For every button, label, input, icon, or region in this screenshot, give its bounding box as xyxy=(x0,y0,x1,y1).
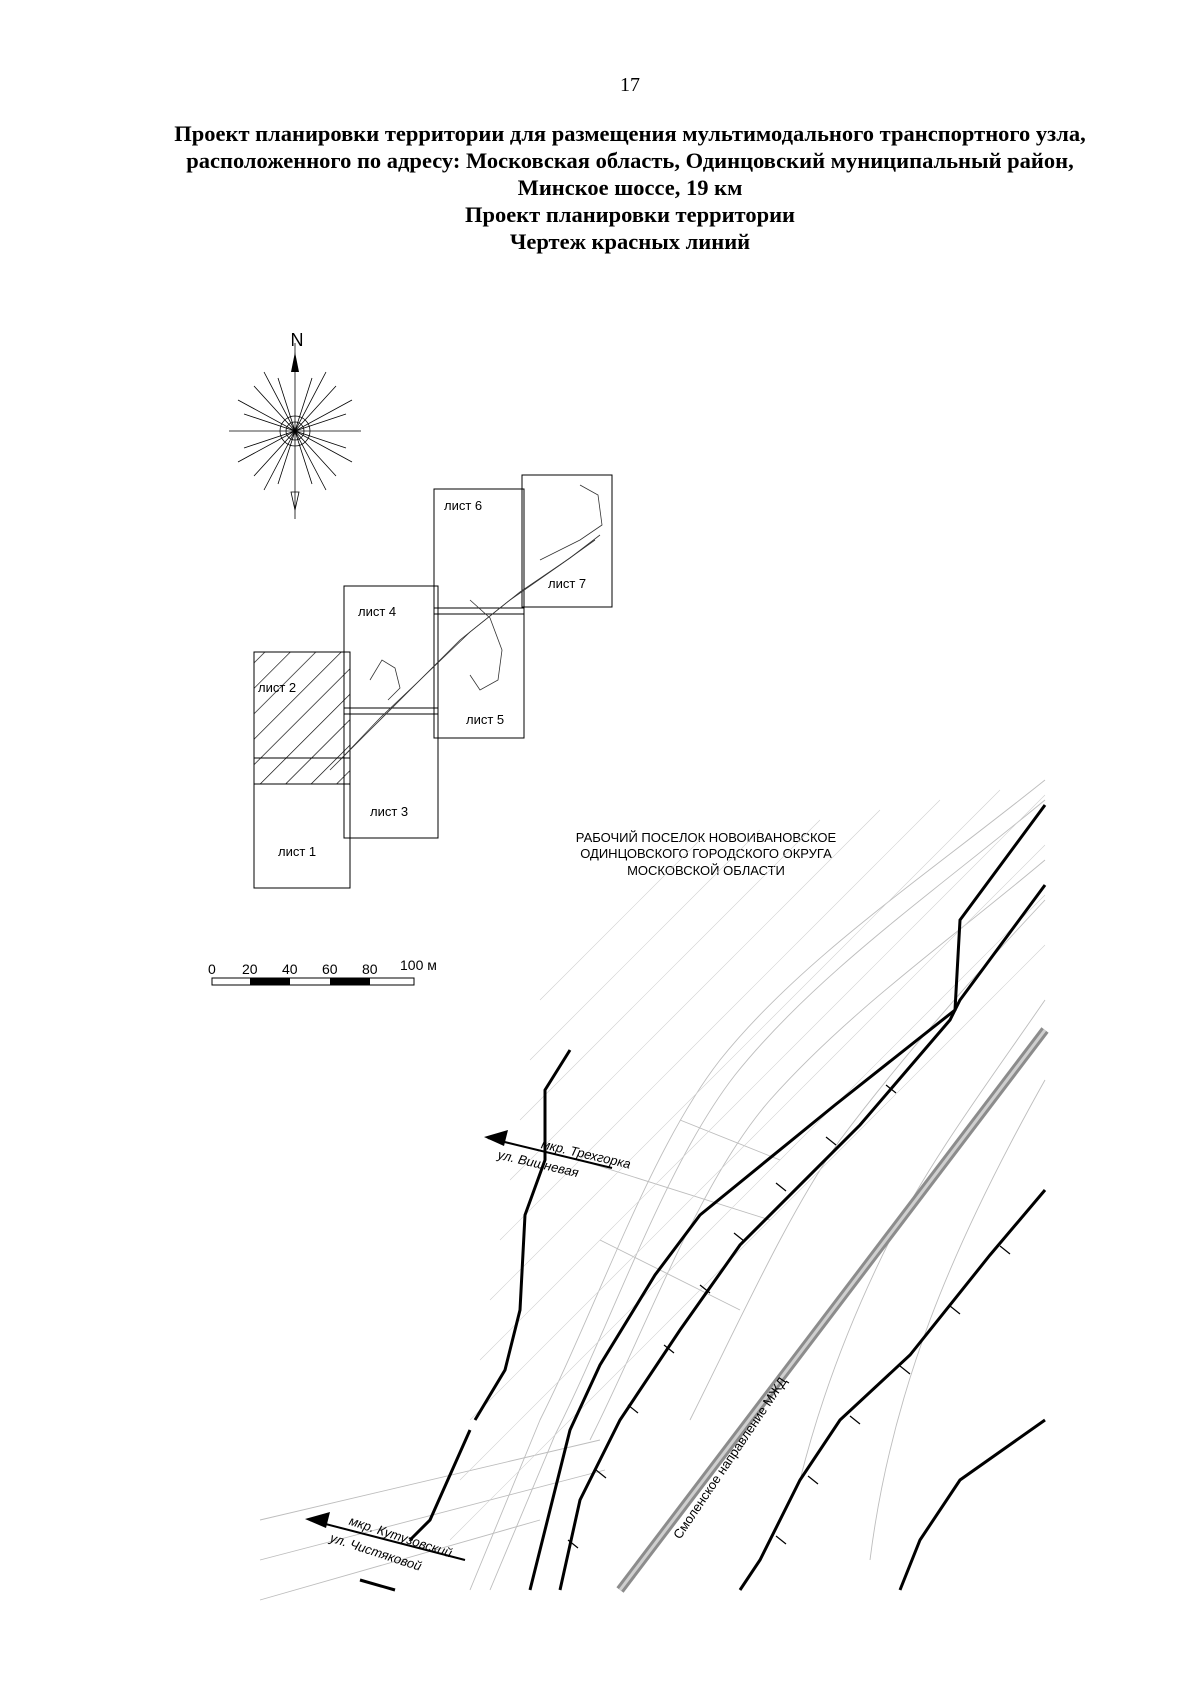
scale-tick-40: 40 xyxy=(282,961,298,977)
scale-tick-60: 60 xyxy=(322,961,338,977)
sheet-label-4: лист 4 xyxy=(358,604,396,619)
scale-tick-20: 20 xyxy=(242,961,258,977)
railway-label: Смоленское направление МЖД xyxy=(670,1374,790,1542)
sheet-label-5: лист 5 xyxy=(466,712,504,727)
sheet-label-7: лист 7 xyxy=(548,576,586,591)
settlement-line-3: МОСКОВСКОЙ ОБЛАСТИ xyxy=(627,863,785,878)
sheet-7-frame xyxy=(521,474,613,608)
fence-marks xyxy=(567,1084,1011,1549)
sheet-4-3-frame xyxy=(343,585,439,839)
scale-tick-100: 100 м xyxy=(400,957,437,973)
red-line-5 xyxy=(473,1049,572,1421)
red-line-3 xyxy=(738,1189,1047,1591)
red-lines xyxy=(359,804,1047,1592)
sheet-label-1: лист 1 xyxy=(278,844,316,859)
red-line-4 xyxy=(898,1418,1046,1591)
scale-tick-80: 80 xyxy=(362,961,378,977)
page-number: 17 xyxy=(620,74,640,96)
red-line-7 xyxy=(359,1578,396,1592)
red-line-2 xyxy=(558,884,1047,1591)
document-title: Проект планировки территории для размеще… xyxy=(100,120,1160,255)
settlement-line-2: ОДИНЦОВСКОГО ГОРОДСКОГО ОКРУГА xyxy=(580,846,832,861)
sheet-label-6: лист 6 xyxy=(444,498,482,513)
compass-rose-icon: N xyxy=(229,330,361,519)
sheet-label-3: лист 3 xyxy=(370,804,408,819)
scale-bar: 0 20 40 60 80 100 м xyxy=(208,957,437,986)
red-line-6 xyxy=(408,1429,472,1542)
arrow-bottom: мкр. Кутузовский ул. Чистяковой xyxy=(305,1512,466,1574)
sheet-1-frame xyxy=(253,757,351,889)
sheet-2-frame xyxy=(253,651,351,785)
background-roads xyxy=(259,779,1046,1601)
settlement-label: РАБОЧИЙ ПОСЕЛОК НОВОИВАНОВСКОЕ ОДИНЦОВСК… xyxy=(576,830,837,878)
sheet-index: лист 1 лист 2 лист 3 лист 4 лист 5 лист … xyxy=(253,474,613,889)
arrow-left-icon xyxy=(305,1512,330,1528)
arrow-left-icon xyxy=(484,1130,508,1146)
sheet-2-hatch xyxy=(254,652,350,784)
compass-north-label: N xyxy=(291,330,304,350)
scale-tick-0: 0 xyxy=(208,961,216,977)
title-line-1: Проект планировки территории для размеще… xyxy=(174,121,1086,146)
red-line-1 xyxy=(528,804,1047,1591)
sheet-label-2: лист 2 xyxy=(258,680,296,695)
settlement-line-1: РАБОЧИЙ ПОСЕЛОК НОВОИВАНОВСКОЕ xyxy=(576,830,837,845)
title-line-5: Чертеж красных линий xyxy=(509,229,751,254)
title-line-3: Минское шоссе, 19 км xyxy=(517,175,743,200)
title-line-2: расположенного по адресу: Московская обл… xyxy=(186,148,1074,173)
title-line-4: Проект планировки территории xyxy=(464,202,796,227)
background-hatching xyxy=(449,789,1046,1541)
